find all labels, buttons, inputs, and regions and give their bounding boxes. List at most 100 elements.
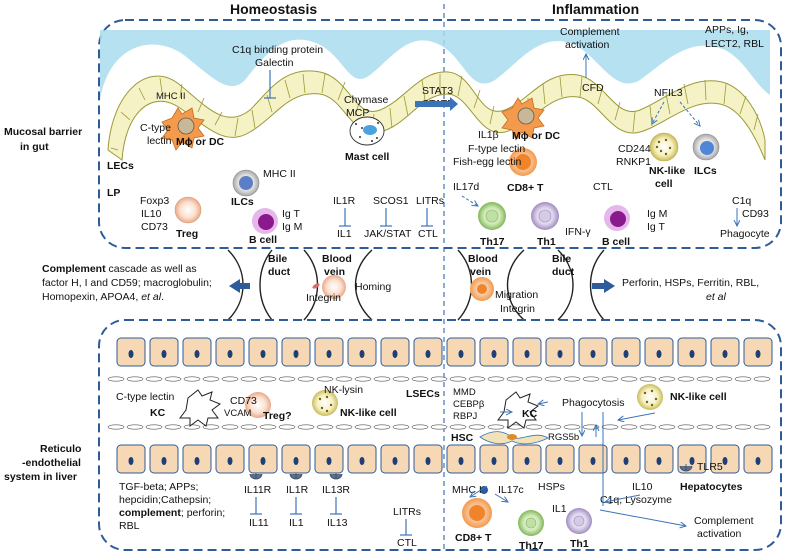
hepatocytes-label: Hepatocytes	[680, 481, 743, 493]
ilc-nucleus	[239, 176, 253, 190]
hepatocyte-nucleus	[260, 457, 266, 465]
right-block-arrow	[592, 279, 615, 293]
th1-nucleus-liver	[573, 515, 585, 527]
hepatocyte-nucleus	[623, 457, 629, 465]
hepatocyte-nucleus	[590, 350, 596, 358]
lsec-cell	[278, 376, 296, 382]
hepatocyte-nucleus	[491, 457, 497, 465]
lsec-cell	[677, 424, 695, 430]
tgf-line3: complement; perforin;	[119, 507, 225, 519]
lsec-cell	[221, 424, 239, 430]
mast-cell	[349, 116, 385, 146]
lsec-cell	[525, 376, 543, 382]
nk-like-cell-liver-inflammation	[637, 384, 663, 410]
lsec-cell	[164, 424, 182, 430]
th1-liver-label: Th1	[570, 538, 589, 550]
hepatocyte-nucleus	[722, 350, 728, 358]
rnkp1-label: RNKP1	[616, 156, 651, 168]
lsec-cell	[639, 376, 657, 382]
mhc1-label: MHC I	[452, 484, 482, 496]
nk-like-liver-inflammation-label: NK-like cell	[670, 391, 727, 403]
liver-inflammation-arrows	[470, 402, 686, 526]
lsec-cell	[183, 424, 201, 430]
lsec-cell	[506, 376, 524, 382]
tgf-line1: TGF-beta; APPs;	[119, 481, 198, 493]
cd73-liver-label: CD73	[230, 395, 257, 407]
gut-homeostasis-labels: C1q binding protein Galectin MHC II C-ty…	[107, 44, 453, 246]
cd8t-nucleus-liver	[469, 505, 485, 521]
hepatocyte-nucleus	[392, 457, 398, 465]
lsec-cell	[544, 376, 562, 382]
lsecs-label: LSECs	[406, 388, 440, 400]
lsec-cell	[696, 424, 714, 430]
lsec-cell	[696, 376, 714, 382]
th1-label-gut: Th1	[537, 236, 556, 248]
lsec-cell	[468, 424, 486, 430]
hepatocyte-nucleus	[656, 457, 662, 465]
mhc1-receptor	[480, 486, 488, 494]
hepatocyte-nucleus	[194, 457, 200, 465]
nk-like-liver-homeostasis-label: NK-like cell	[340, 407, 397, 419]
bile-duct-right-1: Bile	[552, 253, 571, 265]
bile-duct-right-2: duct	[552, 266, 575, 278]
side-label-mucosal-2: in gut	[20, 141, 49, 153]
th1-nucleus-gut	[538, 209, 552, 223]
nk-like-label-gut-1: NK-like	[649, 165, 685, 177]
middle-cells	[312, 275, 494, 301]
hepatocyte-nucleus	[359, 457, 365, 465]
lecs-label: LECs	[107, 160, 134, 172]
hepatocyte-nucleus	[161, 457, 167, 465]
liver-homeostasis-labels: C-type lectin KC VCAM CD73 Treg? NK-lysi…	[116, 384, 440, 549]
integrin-right-label: Integrin	[500, 303, 535, 315]
mhc2-ilc-label: MHC II	[263, 168, 296, 180]
il1b-label: IL1β	[478, 129, 499, 141]
bile-duct-left-1: Bile	[268, 253, 287, 265]
igm-label-homeostasis: Ig M	[282, 221, 302, 233]
mphi-dc-label-homeostasis: Mϕ or DC	[176, 136, 225, 148]
lsec-cell	[259, 376, 277, 382]
hepatocyte-nucleus	[128, 457, 134, 465]
stat3-label: STAT3	[422, 85, 453, 97]
lsec-cell	[449, 424, 467, 430]
lsec-cell	[373, 376, 391, 382]
ftype-lectin-label: F-type lectin	[468, 143, 525, 155]
lsec-cell	[392, 424, 410, 430]
hepatocyte-nucleus	[392, 350, 398, 358]
il1-liver-label: IL1	[289, 517, 304, 529]
hepatocyte-nucleus	[590, 457, 596, 465]
lsec-cell	[715, 424, 733, 430]
blood-vein-left-1: Blood	[322, 253, 352, 265]
th17-nucleus-gut	[485, 209, 499, 223]
lsec-cell	[335, 376, 353, 382]
complement-cascade-line2: factor H, I and CD59; macroglobulin;	[42, 277, 212, 289]
lsec-cell	[487, 376, 505, 382]
complement-activation-label-2: activation	[565, 39, 610, 51]
il17d-label: IL17d	[453, 181, 479, 193]
nk-granules-liver-homeostasis	[318, 395, 333, 413]
lsec-cell	[582, 424, 600, 430]
phagocytosis-label: Phagocytosis	[562, 397, 624, 409]
c1q-binding-label: C1q binding protein	[232, 44, 323, 56]
lsec-cell	[316, 376, 334, 382]
liver-inflammation-labels: MMD CEBPβ RBPJ KC Phagocytosis NK-like c…	[451, 387, 754, 552]
nk-granules-gut	[655, 138, 672, 156]
lsec-cell	[487, 424, 505, 430]
perforin-line2: et al	[706, 291, 727, 303]
hepatocyte-nucleus	[524, 457, 530, 465]
hepatocyte-nucleus	[524, 350, 530, 358]
hepatocyte-nucleus	[557, 350, 563, 358]
lsec-cell	[734, 424, 752, 430]
lsec-cell	[164, 376, 182, 382]
lsec-cell	[753, 376, 771, 382]
hepatocyte-nucleus	[326, 457, 332, 465]
c1q-lysozyme-label: C1q, Lysozyme	[600, 494, 672, 506]
il10-label-gut: IL10	[141, 208, 162, 220]
ilc-nucleus-inflammation	[700, 141, 714, 155]
lsec-cell	[392, 376, 410, 382]
tlr5-label: TLR5	[697, 461, 723, 473]
middle-labels: Complement cascade as well as factor H, …	[42, 253, 759, 315]
igt-label-homeostasis: Ig T	[282, 208, 300, 220]
hepatocyte-nucleus	[425, 350, 431, 358]
migration-label: Migration	[495, 289, 538, 301]
lsec-cell	[658, 424, 676, 430]
